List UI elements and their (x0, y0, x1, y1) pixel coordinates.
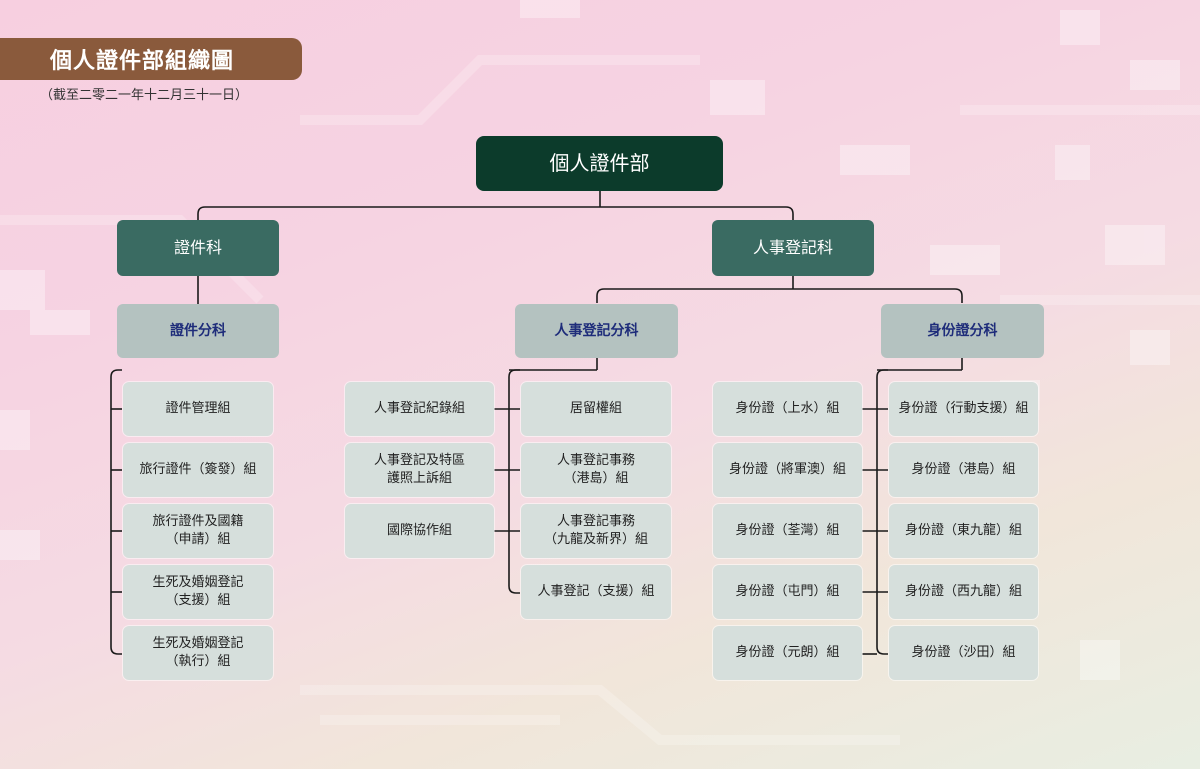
unit-node: 身份證（港島）組 (889, 443, 1038, 497)
section-node-id-docs: 證件科 (117, 220, 279, 276)
section-node-registration: 人事登記科 (712, 220, 874, 276)
unit-node: 國際協作組 (345, 504, 494, 558)
subsection-node-registration: 人事登記分科 (515, 304, 678, 358)
unit-node: 生死及婚姻登記 （執行）組 (123, 626, 273, 680)
unit-node: 人事登記事務 （港島）組 (521, 443, 671, 497)
unit-node: 旅行證件（簽發）組 (123, 443, 273, 497)
root-node: 個人證件部 (476, 136, 723, 191)
unit-node: 身份證（沙田）組 (889, 626, 1038, 680)
unit-node: 身份證（上水）組 (713, 382, 862, 436)
unit-node: 旅行證件及國籍 （申請）組 (123, 504, 273, 558)
subsection-node-id-docs: 證件分科 (117, 304, 279, 358)
unit-node: 身份證（行動支援）組 (889, 382, 1038, 436)
page-subtitle: （截至二零二一年十二月三十一日） (40, 88, 249, 103)
unit-node: 身份證（東九龍）組 (889, 504, 1038, 558)
unit-node: 證件管理組 (123, 382, 273, 436)
unit-node: 身份證（屯門）組 (713, 565, 862, 619)
unit-node: 身份證（將軍澳）組 (713, 443, 862, 497)
unit-node: 人事登記事務 （九龍及新界）組 (521, 504, 671, 558)
unit-node: 生死及婚姻登記 （支援）組 (123, 565, 273, 619)
unit-node: 人事登記紀錄組 (345, 382, 494, 436)
page-title: 個人證件部組織圖 (0, 38, 302, 80)
unit-node: 居留權組 (521, 382, 671, 436)
unit-node: 人事登記及特區 護照上訴組 (345, 443, 494, 497)
unit-node: 身份證（西九龍）組 (889, 565, 1038, 619)
unit-node: 身份證（元朗）組 (713, 626, 862, 680)
subsection-node-identity: 身份證分科 (881, 304, 1044, 358)
unit-node: 人事登記（支援）組 (521, 565, 671, 619)
unit-node: 身份證（荃灣）組 (713, 504, 862, 558)
